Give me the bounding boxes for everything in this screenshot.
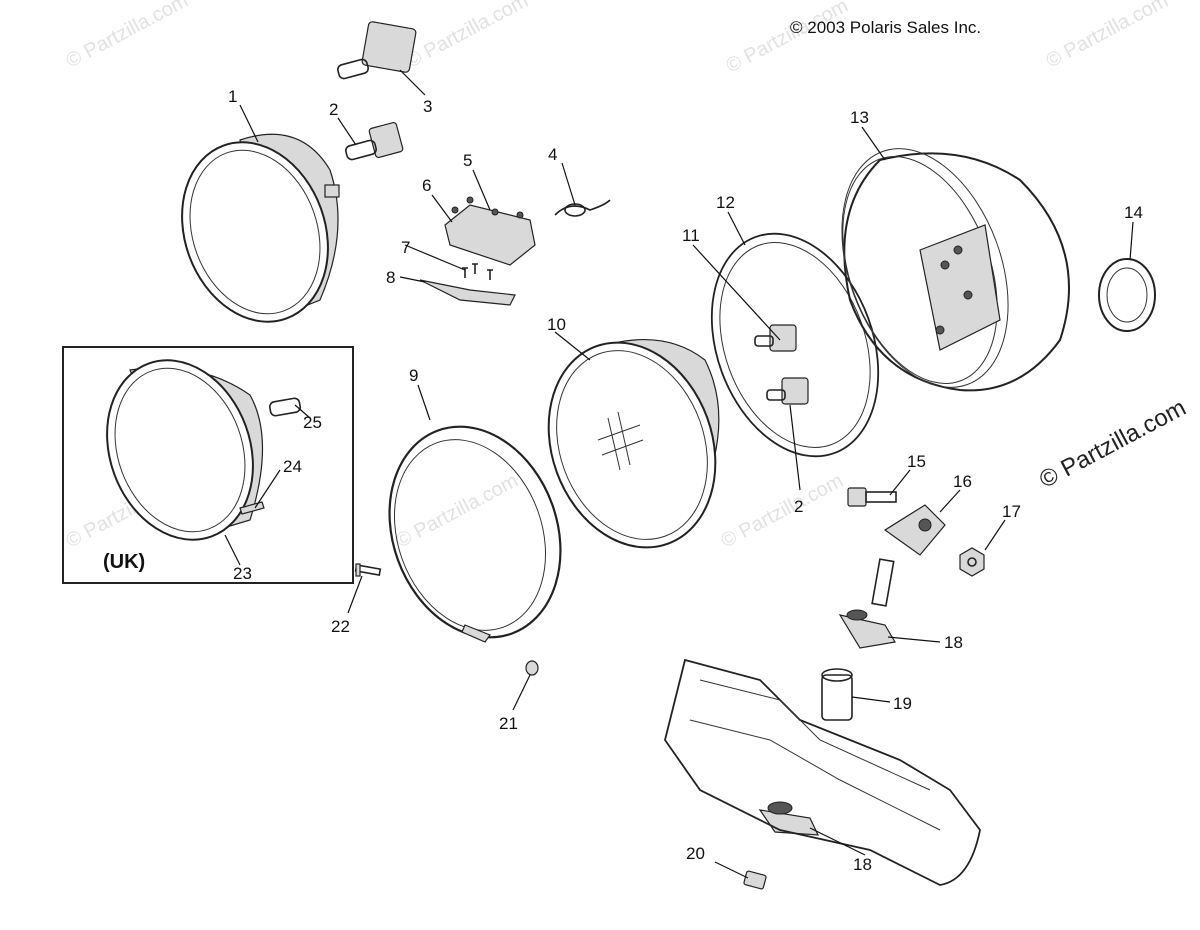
socket-11 bbox=[754, 324, 797, 352]
callout-18: 18 bbox=[944, 633, 963, 652]
callout-17: 17 bbox=[1002, 502, 1021, 521]
nut-17 bbox=[959, 547, 985, 577]
callout-10: 10 bbox=[547, 315, 566, 334]
nut-20 bbox=[743, 870, 767, 890]
bracket-6 bbox=[444, 196, 536, 266]
callout-9: 9 bbox=[409, 366, 418, 385]
headlight-lamp-10 bbox=[547, 338, 720, 549]
callout-2: 2 bbox=[329, 100, 338, 119]
grommet-14 bbox=[1098, 258, 1156, 332]
bolt-15 bbox=[847, 487, 897, 507]
callout-14: 14 bbox=[1124, 203, 1143, 222]
screws-7 bbox=[462, 263, 493, 280]
nut-21 bbox=[525, 660, 539, 676]
plate-8 bbox=[419, 279, 516, 306]
uk-label: (UK) bbox=[103, 551, 145, 573]
callout-18-lower: 18 bbox=[853, 855, 872, 874]
callout-21: 21 bbox=[499, 714, 518, 733]
headlight-housing-13 bbox=[841, 148, 1070, 392]
callout-8: 8 bbox=[386, 268, 395, 287]
headlight-lamp-1 bbox=[181, 133, 340, 323]
callout-5: 5 bbox=[463, 151, 472, 170]
callout-20: 20 bbox=[686, 844, 705, 863]
copyright-notice: © 2003 Polaris Sales Inc. bbox=[790, 18, 982, 37]
bulb-3 bbox=[337, 21, 417, 80]
callout-11: 11 bbox=[682, 226, 700, 245]
leader-lines bbox=[224, 69, 1134, 879]
callout-16: 16 bbox=[953, 472, 972, 491]
callout-4: 4 bbox=[548, 145, 557, 164]
callout-1: 1 bbox=[228, 87, 237, 106]
bushing-18-lower bbox=[758, 801, 819, 836]
callout-6: 6 bbox=[422, 176, 431, 195]
screw-22 bbox=[354, 563, 382, 577]
callout-23: 23 bbox=[233, 564, 252, 583]
callout-19: 19 bbox=[893, 694, 912, 713]
wire-clip-4 bbox=[554, 199, 611, 217]
callout-7: 7 bbox=[401, 238, 410, 257]
callout-3: 3 bbox=[423, 97, 432, 116]
callout-12: 12 bbox=[716, 193, 735, 212]
mount-bracket-16 bbox=[871, 504, 946, 607]
callout-2-lower: 2 bbox=[794, 497, 803, 516]
callout-24: 24 bbox=[283, 457, 302, 476]
bulb-2 bbox=[345, 121, 404, 161]
callout-15: 15 bbox=[907, 452, 926, 471]
uk-inset bbox=[62, 346, 354, 584]
socket-2 bbox=[766, 377, 809, 405]
callout-22: 22 bbox=[331, 617, 350, 636]
callout-labels: 1 2 3 4 5 6 7 8 9 10 11 12 13 14 15 16 1… bbox=[103, 87, 1143, 874]
trim-ring-9 bbox=[388, 425, 562, 643]
callout-13: 13 bbox=[850, 108, 869, 127]
mounting-plate-12 bbox=[710, 232, 880, 458]
handlebar-mount bbox=[664, 658, 981, 886]
bushing-18-upper bbox=[838, 609, 896, 649]
spacer-19 bbox=[821, 668, 853, 721]
callout-25: 25 bbox=[303, 413, 322, 432]
